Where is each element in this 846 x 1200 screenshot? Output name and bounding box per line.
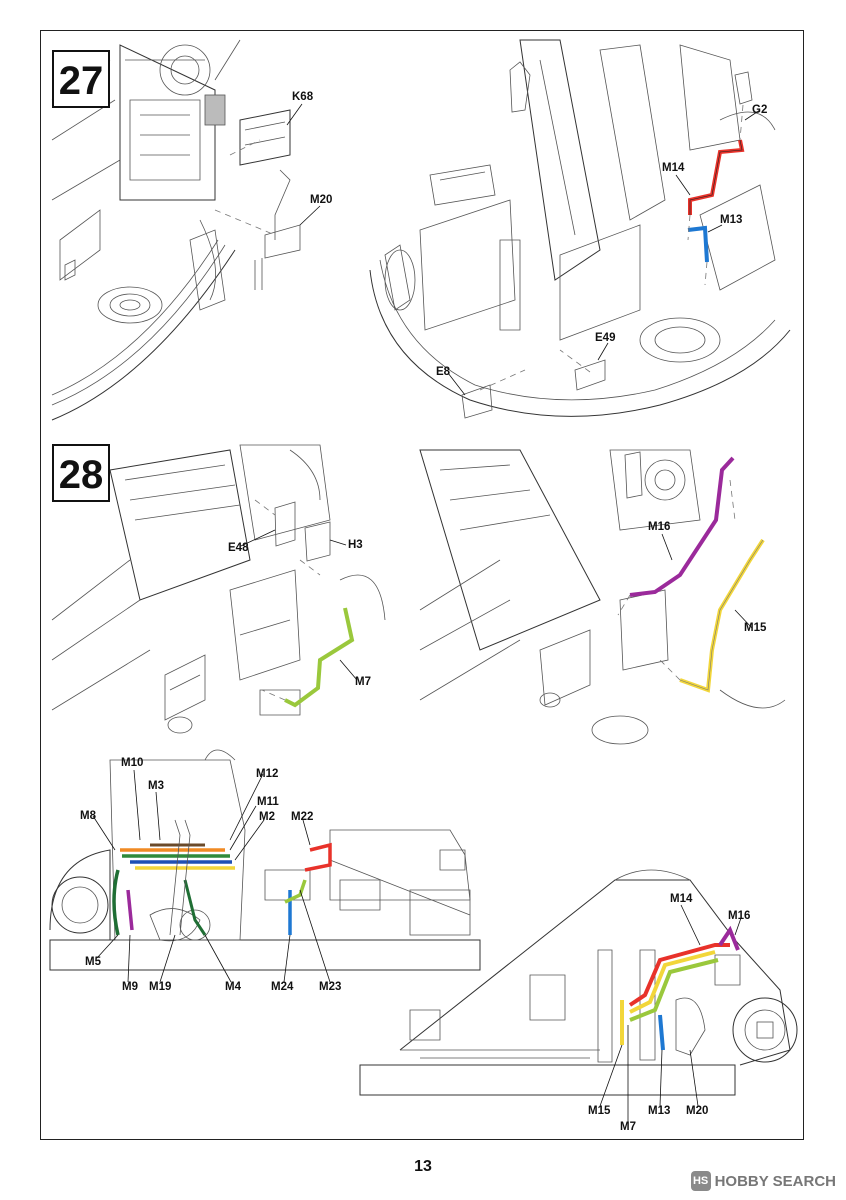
part-label-m10: M10 (121, 757, 144, 769)
step28-right-drawing (419, 449, 786, 745)
part-label-m14-overview: M14 (670, 893, 693, 905)
part-label-e48: E48 (228, 542, 249, 554)
part-label-m7-overview: M7 (620, 1121, 636, 1133)
part-label-h3: H3 (348, 539, 363, 551)
part-label-m12: M12 (256, 768, 279, 780)
part-label-g2: G2 (752, 104, 768, 116)
part-label-e8: E8 (436, 366, 451, 378)
part-label-m7: M7 (355, 676, 371, 688)
part-label-m8: M8 (80, 810, 96, 822)
watermark: HS HOBBY SEARCH (690, 1170, 836, 1192)
part-label-m16: M16 (648, 521, 671, 533)
part-label-m22: M22 (291, 811, 314, 823)
page-frame (40, 30, 804, 1140)
step28-left-drawing (51, 444, 386, 734)
part-label-m20-overview: M20 (686, 1105, 709, 1117)
step27-left-drawing (51, 39, 301, 421)
part-label-m11: M11 (257, 796, 279, 808)
part-label-m16-overview: M16 (728, 910, 751, 922)
part-label-m15: M15 (744, 622, 767, 634)
part-label-m3: M3 (148, 780, 164, 792)
part-label-m9: M9 (122, 981, 138, 993)
part-label-m2: M2 (259, 811, 275, 823)
part-label-m13: M13 (720, 214, 743, 226)
part-label-m14: M14 (662, 162, 685, 174)
step-number-27: 27 (52, 50, 110, 108)
part-label-m19: M19 (149, 981, 172, 993)
overview-right-drawing (359, 869, 798, 1096)
part-label-m13-overview: M13 (648, 1105, 671, 1117)
part-label-m4: M4 (225, 981, 241, 993)
part-label-e49: E49 (595, 332, 616, 344)
part-label-m24: M24 (271, 981, 294, 993)
page-number: 13 (414, 1158, 432, 1175)
step27-right-drawing (369, 39, 791, 419)
part-label-m5: M5 (85, 956, 101, 968)
part-label-m20: M20 (310, 194, 333, 206)
part-label-k68: K68 (292, 91, 314, 103)
part-label-m15-overview: M15 (588, 1105, 611, 1117)
watermark-logo-icon: HS (690, 1171, 711, 1191)
step-number-28: 28 (52, 444, 110, 502)
overview-left-drawing (49, 749, 481, 971)
leader-lines (92, 103, 761, 1122)
watermark-text: HOBBY SEARCH (714, 1172, 836, 1190)
part-label-m23: M23 (319, 981, 342, 993)
